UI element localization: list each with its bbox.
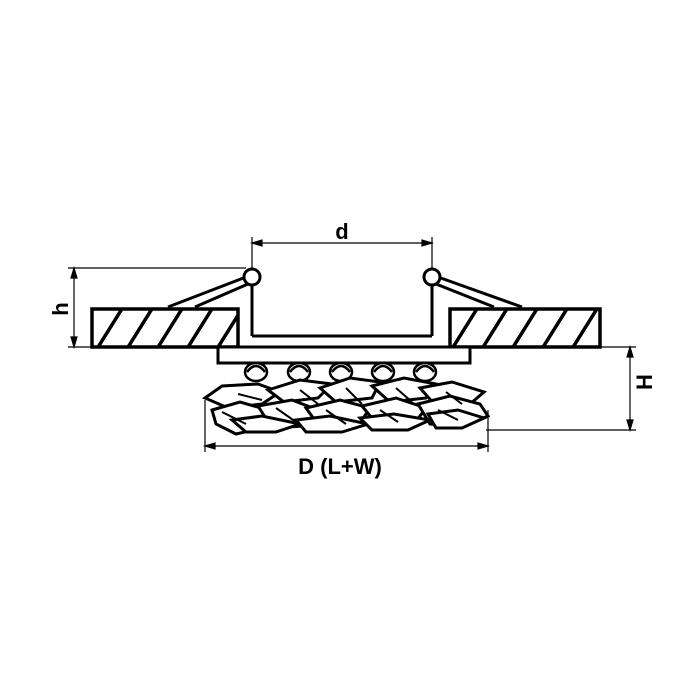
ceiling-section-left	[90, 307, 240, 349]
dimension-D	[202, 400, 491, 452]
label-H: H	[632, 374, 657, 390]
ceiling-section-right	[448, 307, 602, 349]
dimension-H	[486, 344, 636, 433]
spring-clip-right	[422, 267, 523, 309]
fixture-housing	[216, 285, 472, 365]
crystal-beads	[243, 361, 438, 383]
crystal-decoration	[201, 376, 491, 436]
label-h: h	[48, 302, 73, 315]
spring-clip-left	[167, 267, 262, 309]
dimension-h	[68, 265, 246, 350]
dimension-d	[249, 237, 435, 268]
label-d: d	[335, 219, 348, 244]
label-D: D (L+W)	[298, 454, 382, 479]
